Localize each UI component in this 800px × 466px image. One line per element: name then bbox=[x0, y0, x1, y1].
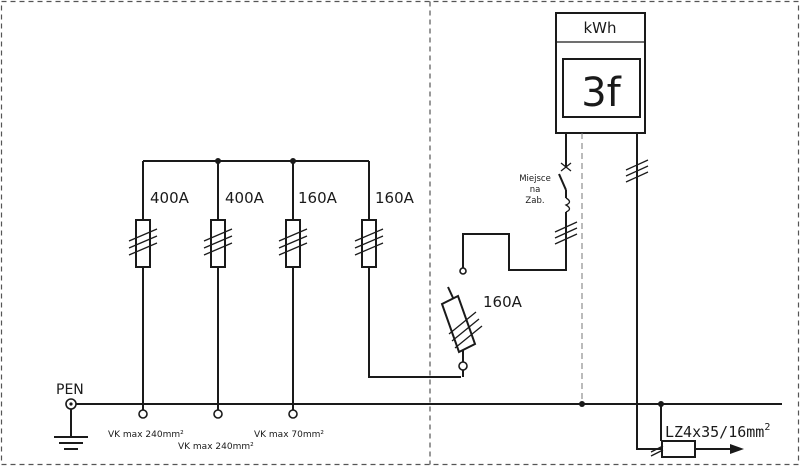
pen-bus: PEN bbox=[54, 382, 782, 450]
seal-coil bbox=[564, 197, 571, 213]
fuse-1-rating: 400A bbox=[150, 189, 190, 207]
control-circuit: Miejsce na Zab. bbox=[459, 133, 583, 403]
energy-meter: kWh 3f bbox=[555, 12, 646, 134]
fuse-4-rating: 160A bbox=[375, 189, 415, 207]
seal-label-line2: na bbox=[530, 185, 541, 195]
main-fuse-rating: 160A bbox=[483, 293, 523, 311]
main-fuse-terminal bbox=[458, 361, 468, 371]
control-terminal bbox=[459, 267, 467, 275]
top-busbar bbox=[143, 158, 369, 164]
fuse-1: 400A bbox=[128, 161, 190, 419]
pen-junction-1 bbox=[579, 401, 585, 407]
main-fuse-body bbox=[440, 294, 477, 354]
outgoing-labels: VK max 240mm² VK max 240mm² VK max 70mm² bbox=[108, 430, 324, 452]
cable-label-main: LZ4x35/16mm bbox=[665, 423, 764, 441]
fuse-2-rating: 400A bbox=[225, 189, 265, 207]
pen-junction-2 bbox=[658, 401, 664, 407]
fuse-3-rating: 160A bbox=[298, 189, 338, 207]
outgoing-label-3: VK max 70mm² bbox=[254, 430, 324, 440]
seal-label-line1: Miejsce bbox=[519, 174, 551, 184]
control-wire bbox=[462, 232, 567, 271]
fuse-3-hatch bbox=[278, 228, 308, 256]
main-fuse: 160A bbox=[440, 286, 523, 377]
cable-hatch bbox=[650, 445, 664, 457]
load-resistor bbox=[661, 440, 696, 458]
seal-label-line3: Zab. bbox=[525, 196, 544, 206]
seal-switch-blade bbox=[558, 173, 567, 191]
fuse-4-hatch bbox=[354, 228, 384, 256]
fuse-1-hatch bbox=[128, 228, 158, 256]
fuse-4: 160A bbox=[354, 161, 461, 378]
outgoing-label-1: VK max 240mm² bbox=[108, 430, 184, 440]
outgoing-terminal-1 bbox=[138, 409, 148, 419]
meter-unit-label: kWh bbox=[583, 19, 616, 37]
fuse-4-link bbox=[368, 267, 461, 378]
main-fuse-hatch bbox=[448, 311, 483, 349]
meter-display bbox=[562, 58, 641, 118]
cable-label-superscript: 2 bbox=[764, 422, 770, 433]
meter-output-hatch bbox=[625, 159, 649, 183]
fuse-2: 400A bbox=[203, 161, 265, 419]
fuse-2-hatch bbox=[203, 228, 233, 256]
fuse-3: 160A bbox=[278, 161, 338, 419]
outgoing-terminal-2 bbox=[213, 409, 223, 419]
arrow-right-icon bbox=[730, 444, 744, 454]
meter-phase-label: 3f bbox=[581, 70, 621, 116]
pen-label: PEN bbox=[56, 382, 84, 398]
meter-output-wire bbox=[636, 133, 662, 450]
outgoing-terminal-3 bbox=[288, 409, 298, 419]
outgoing-label-2: VK max 240mm² bbox=[178, 442, 254, 452]
ground-icon bbox=[54, 436, 88, 450]
cable-label: LZ4x35/16mm2 bbox=[665, 422, 770, 441]
seal-cross-icon bbox=[560, 162, 572, 172]
meter-output: LZ4x35/16mm2 bbox=[625, 133, 770, 458]
